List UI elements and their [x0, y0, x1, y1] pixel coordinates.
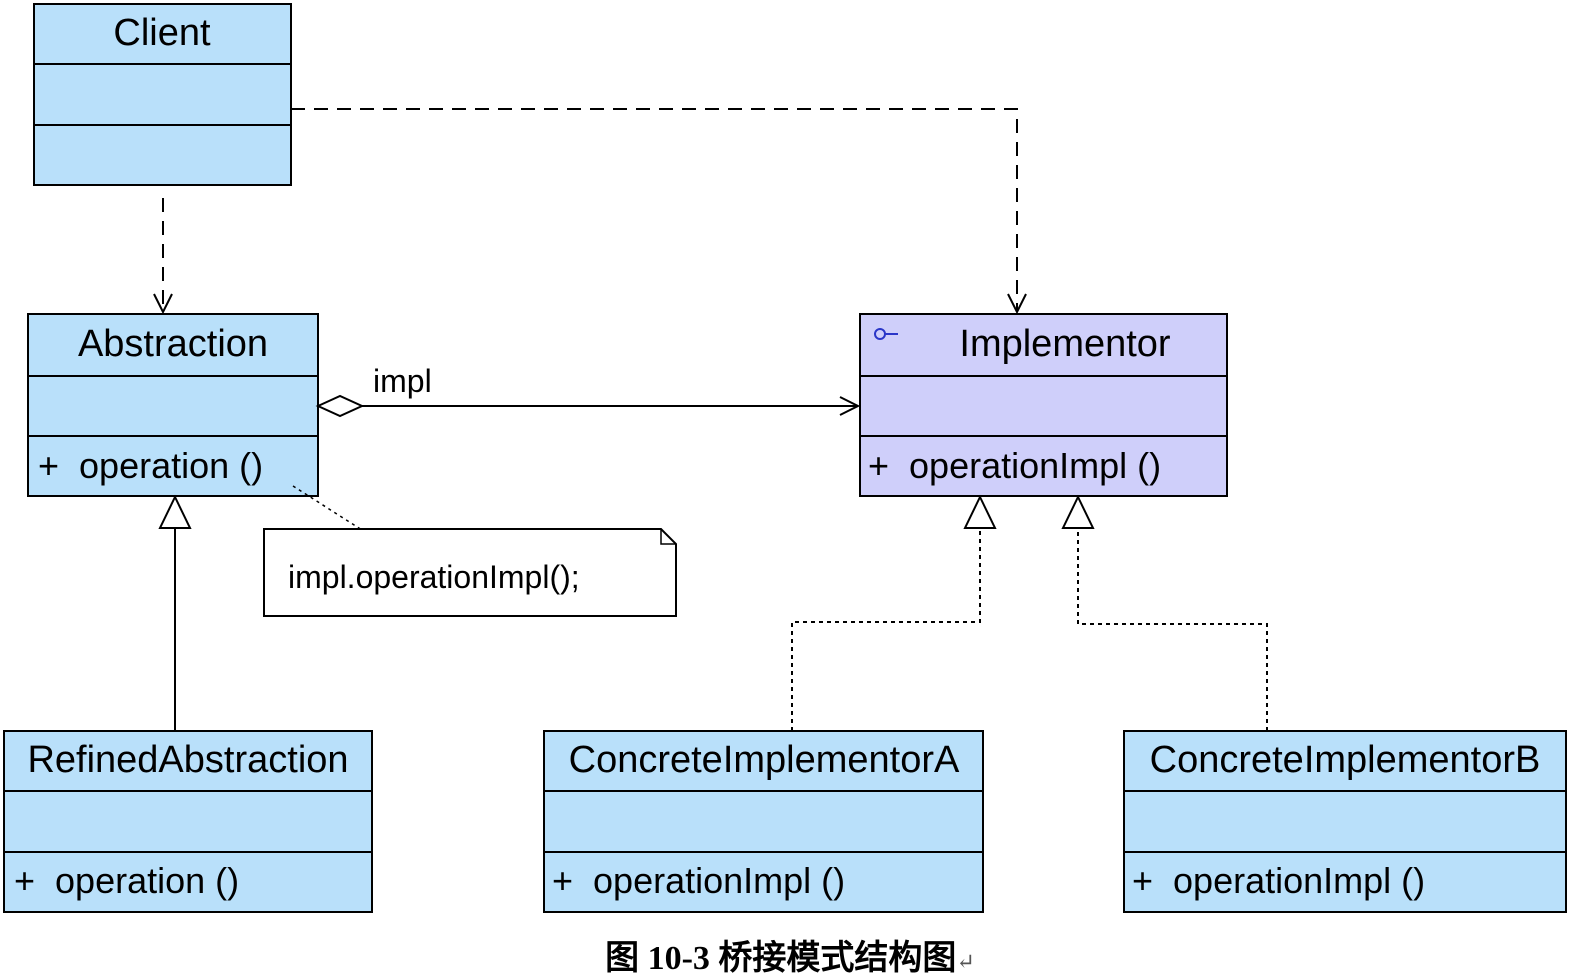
abstraction-operation: + operation ()	[38, 445, 263, 486]
interface-icon	[874, 328, 898, 340]
caption-text: 图 10-3 桥接模式结构图	[605, 940, 957, 977]
implementor-operation: + operationImpl ()	[868, 445, 1161, 486]
class-concrete-implementor-b[interactable]: ConcreteImplementorB + operationImpl ()	[1123, 730, 1567, 913]
class-refined-abstraction[interactable]: RefinedAbstraction + operation ()	[3, 730, 373, 913]
aggregation-abstraction-implementor: impl	[315, 363, 861, 418]
dependency-client-implementor	[291, 108, 1027, 315]
interface-implementor[interactable]: Implementor + operationImpl ()	[859, 313, 1228, 497]
class-abstraction[interactable]: Abstraction + operation ()	[27, 313, 319, 497]
realization-triangle-b	[1061, 494, 1095, 529]
note-connector	[292, 485, 363, 531]
interface-implementor-name: Implementor	[959, 323, 1171, 365]
concrete-implementor-b-operation: + operationImpl ()	[1132, 860, 1425, 901]
class-concrete-implementor-a[interactable]: ConcreteImplementorA + operationImpl ()	[543, 730, 984, 913]
inheritance-triangle	[158, 494, 192, 529]
uml-class-diagram: Client Abstraction + operation () Implem…	[3, 3, 1567, 913]
association-label: impl	[373, 363, 432, 399]
note-text: impl.operationImpl();	[288, 559, 580, 595]
realization-triangle-a	[963, 494, 997, 529]
aggregation-diamond	[315, 394, 365, 418]
concrete-implementor-a-operation: + operationImpl ()	[552, 860, 845, 901]
class-refined-abstraction-name: RefinedAbstraction	[27, 739, 348, 781]
class-abstraction-name: Abstraction	[78, 323, 268, 365]
note[interactable]: impl.operationImpl();	[263, 485, 677, 617]
paragraph-mark: ↵	[956, 949, 975, 974]
class-client[interactable]: Client	[33, 3, 292, 186]
realization-concrete-implementor-a	[791, 494, 997, 731]
figure-caption: 图 10-3 桥接模式结构图↵	[0, 930, 1580, 979]
class-concrete-implementor-b-name: ConcreteImplementorB	[1150, 739, 1541, 781]
class-client-name: Client	[113, 12, 211, 54]
refined-abstraction-operation: + operation ()	[14, 860, 239, 901]
realization-concrete-implementor-b	[1061, 494, 1268, 731]
class-concrete-implementor-a-name: ConcreteImplementorA	[569, 739, 960, 781]
generalization-refined-abstraction	[158, 494, 192, 731]
